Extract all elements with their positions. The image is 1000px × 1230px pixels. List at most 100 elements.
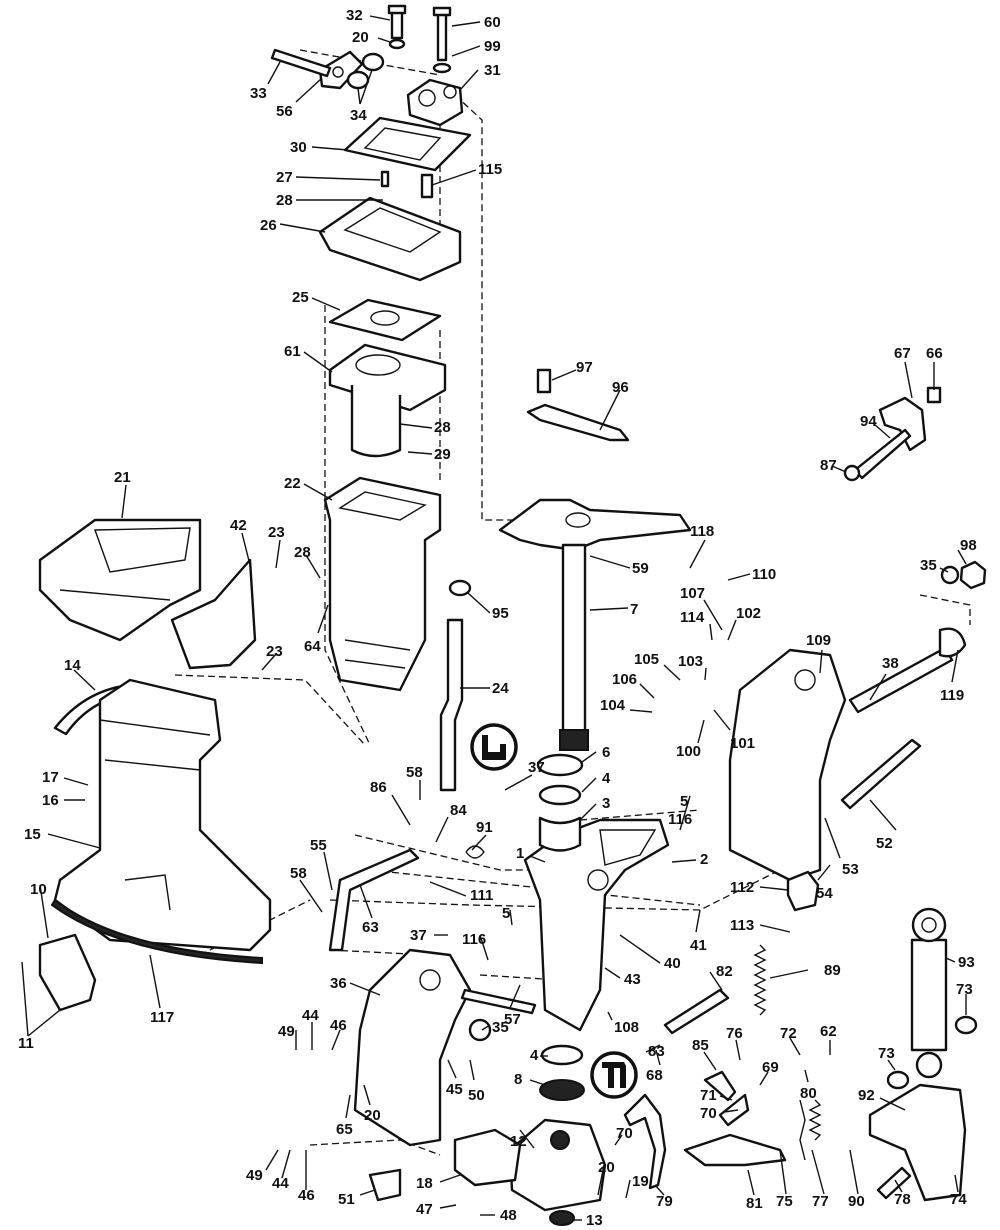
part-label: 33 bbox=[250, 85, 267, 102]
part-label: 116 bbox=[668, 811, 692, 828]
clamp-bracket-36-part bbox=[353, 948, 472, 1147]
part-label: 71 bbox=[700, 1087, 717, 1104]
part-label: 111 bbox=[470, 887, 493, 904]
part-label: 91 bbox=[476, 819, 493, 836]
part-label: 75 bbox=[776, 1193, 793, 1210]
block-18-part bbox=[368, 1128, 522, 1202]
part-label: 74 bbox=[950, 1191, 967, 1208]
steering-arm-part bbox=[498, 498, 692, 751]
exhaust-housing-part bbox=[328, 343, 447, 458]
lubricant-symbol-badge bbox=[470, 723, 518, 771]
part-label: 110 bbox=[752, 566, 776, 583]
part-label: 7 bbox=[630, 601, 638, 618]
part-label: 49 bbox=[278, 1023, 295, 1040]
part-label: 35 bbox=[492, 1019, 509, 1036]
part-label: 82 bbox=[716, 963, 733, 980]
part-label: 42 bbox=[230, 517, 247, 534]
part-label: 31 bbox=[484, 62, 501, 79]
inner-exhaust-part bbox=[323, 476, 442, 692]
lever-94-part bbox=[843, 386, 942, 482]
sleeve-parts bbox=[536, 753, 585, 1101]
part-label: 30 bbox=[290, 139, 307, 156]
part-number-labels: 32 20 60 99 31 33 56 34 30 27 115 28 26 … bbox=[18, 7, 977, 1229]
part-label: 114 bbox=[680, 609, 705, 626]
part-label: 90 bbox=[848, 1193, 865, 1210]
part-label: 70 bbox=[700, 1105, 717, 1122]
part-label: 72 bbox=[780, 1025, 797, 1042]
part-label: 45 bbox=[446, 1081, 463, 1098]
part-label: 54 bbox=[816, 885, 833, 902]
part-label: 43 bbox=[624, 971, 641, 988]
part-label: 115 bbox=[478, 161, 502, 178]
part-label: 77 bbox=[812, 1193, 829, 1210]
part-label: 29 bbox=[434, 446, 451, 463]
part-label: 56 bbox=[276, 103, 293, 120]
part-label: 55 bbox=[310, 837, 327, 854]
part-label: 105 bbox=[634, 651, 659, 668]
leader-lines bbox=[21, 15, 967, 1221]
part-label: 37 bbox=[528, 759, 545, 776]
driveshaft-housing-part bbox=[53, 678, 272, 952]
part-label: 51 bbox=[338, 1191, 355, 1208]
part-label: 24 bbox=[492, 680, 509, 697]
gasket-plate-part bbox=[343, 116, 472, 172]
part-label: 97 bbox=[576, 359, 593, 376]
swivel-bracket-part bbox=[523, 818, 670, 1032]
part-label: 89 bbox=[824, 962, 841, 979]
part-label: 96 bbox=[612, 379, 629, 396]
part-label: 86 bbox=[370, 779, 387, 796]
part-label: 60 bbox=[484, 14, 501, 31]
part-label: 70 bbox=[616, 1125, 633, 1142]
bolts-top-part bbox=[270, 4, 452, 78]
part-label: 83 bbox=[648, 1043, 665, 1060]
part-label: 63 bbox=[362, 919, 379, 936]
part-label: 25 bbox=[292, 289, 309, 306]
spring-parts bbox=[465, 845, 822, 1161]
part-label: 102 bbox=[736, 605, 761, 622]
part-label: 69 bbox=[762, 1059, 779, 1076]
part-label: 76 bbox=[726, 1025, 743, 1042]
part-label: 101 bbox=[730, 735, 755, 752]
part-label: 5 bbox=[680, 793, 688, 810]
part-label: 11 bbox=[18, 1035, 34, 1052]
cover-10-part bbox=[38, 933, 97, 1012]
part-label: 21 bbox=[114, 469, 131, 486]
part-label: 34 bbox=[350, 107, 367, 124]
part-label: 80 bbox=[800, 1085, 817, 1102]
part-label: 113 bbox=[730, 917, 754, 934]
part-label: 58 bbox=[406, 764, 423, 781]
part-label: 1 bbox=[516, 845, 524, 862]
part-label: 106 bbox=[612, 671, 637, 688]
part-label: 109 bbox=[806, 632, 831, 649]
part-label: 2 bbox=[700, 851, 708, 868]
part-label: 93 bbox=[958, 954, 975, 971]
part-label: 44 bbox=[302, 1007, 319, 1024]
part-label: 116 bbox=[462, 931, 486, 948]
part-label: 78 bbox=[894, 1191, 911, 1208]
part-label: 61 bbox=[284, 343, 301, 360]
part-label: 20 bbox=[364, 1107, 381, 1124]
shock-absorber-part bbox=[886, 907, 978, 1090]
part-label: 15 bbox=[24, 826, 41, 843]
part-label: 118 bbox=[690, 523, 714, 540]
part-label: 14 bbox=[64, 657, 81, 674]
part-label: 94 bbox=[860, 413, 877, 430]
part-label: 73 bbox=[956, 981, 973, 998]
part-label: 117 bbox=[150, 1009, 174, 1026]
part-label: 50 bbox=[468, 1087, 485, 1104]
part-label: 65 bbox=[336, 1121, 353, 1138]
water-tube-part bbox=[439, 579, 472, 792]
bracket-96-part bbox=[526, 368, 630, 442]
tilt-tube-part bbox=[460, 627, 967, 1015]
part-label: 52 bbox=[876, 835, 893, 852]
part-label: 3 bbox=[602, 795, 610, 812]
part-label: 92 bbox=[858, 1087, 875, 1104]
part-label: 53 bbox=[842, 861, 859, 878]
part-label: 67 bbox=[894, 345, 911, 362]
part-label: 100 bbox=[676, 743, 701, 760]
part-label: 23 bbox=[268, 524, 285, 541]
part-label: 59 bbox=[632, 560, 649, 577]
part-label: 119 bbox=[940, 687, 964, 704]
part-label: 8 bbox=[514, 1071, 522, 1088]
